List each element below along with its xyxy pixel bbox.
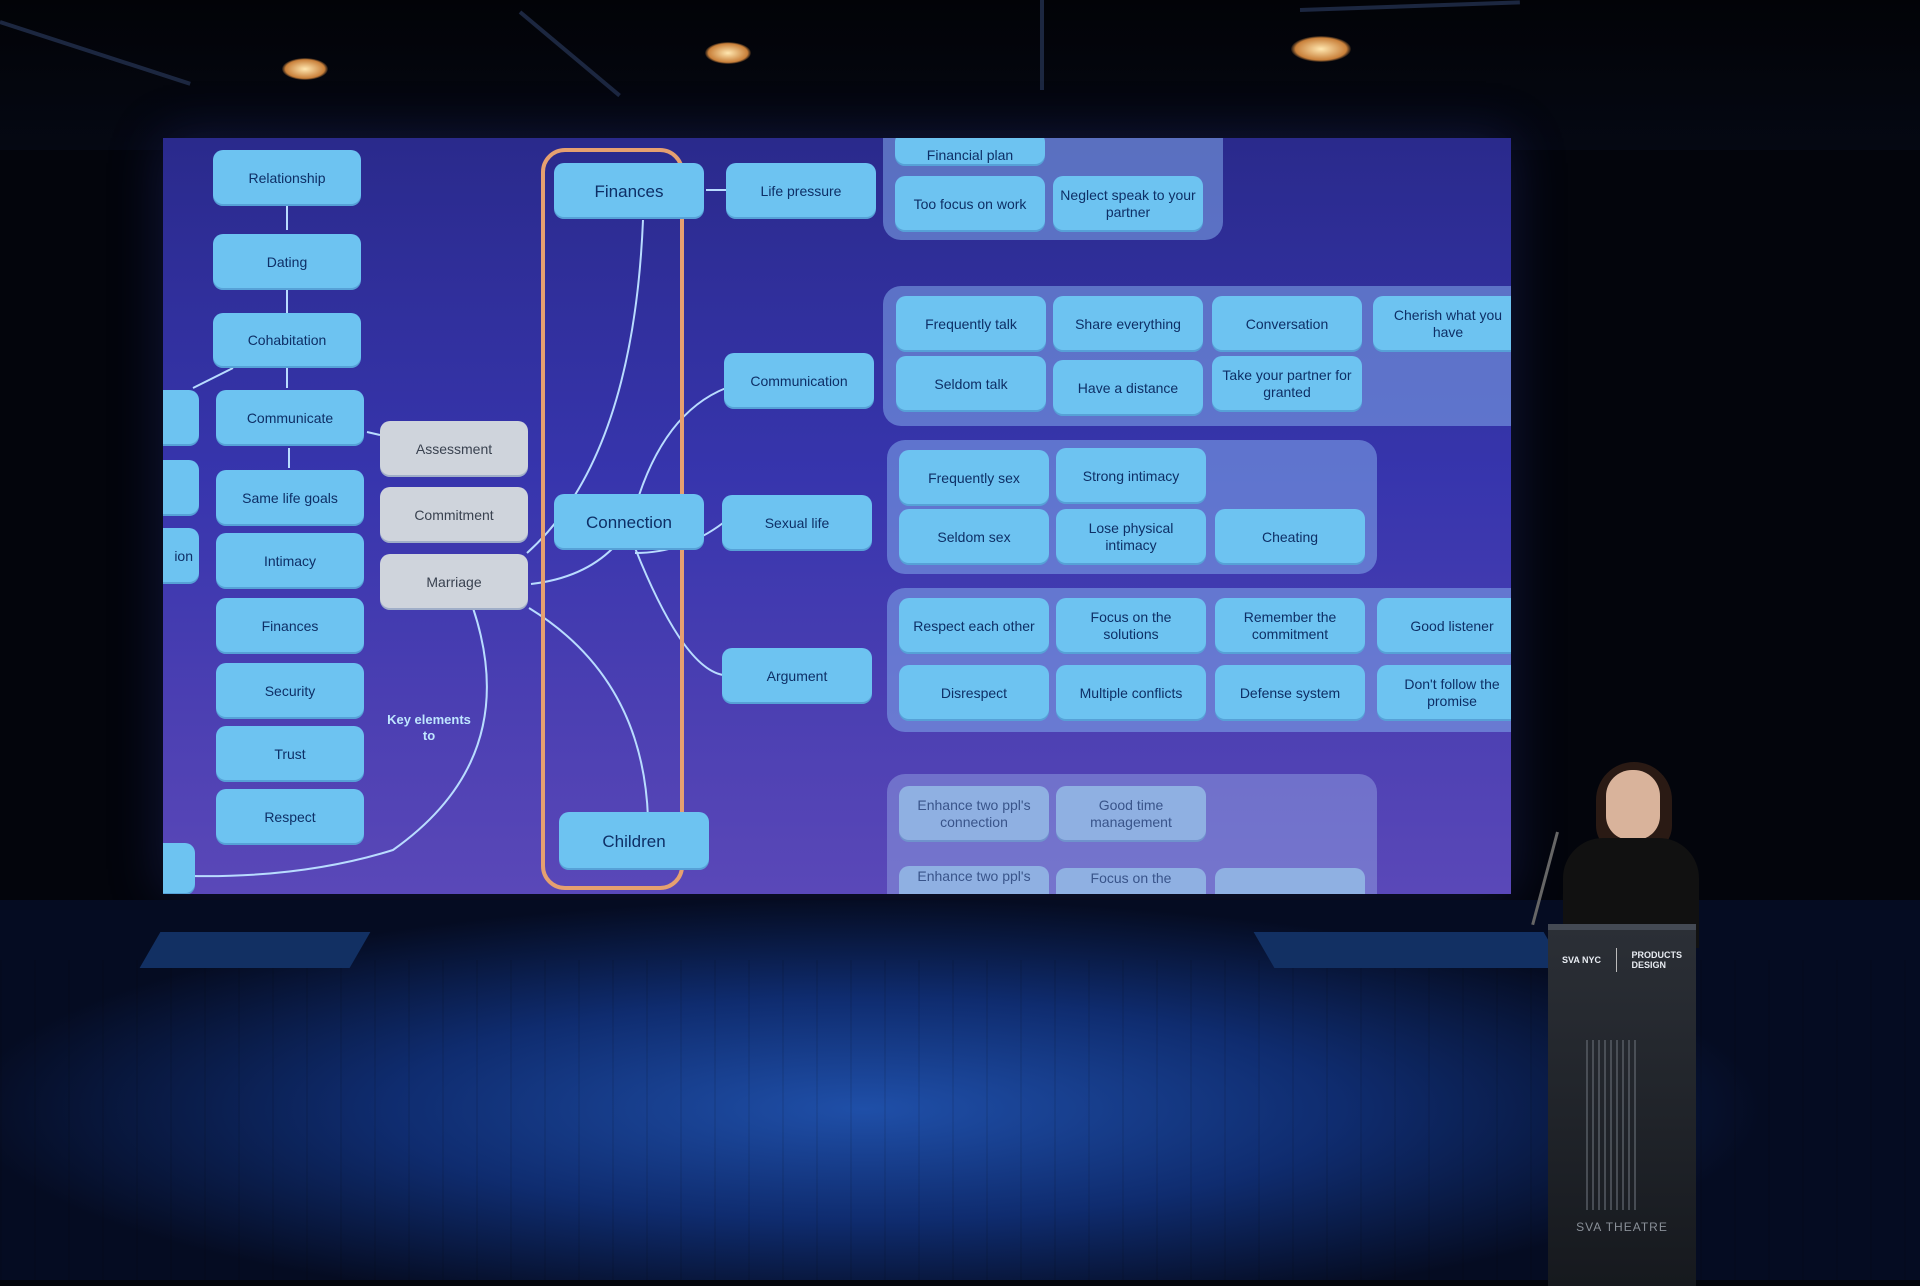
node-cohabitation: Cohabitation [213, 313, 361, 368]
node-focus-partial: Focus on the [1056, 868, 1206, 894]
stage-platform-right [1253, 932, 1565, 968]
node-respect-each-other: Respect each other [899, 598, 1049, 654]
node-life-pressure: Life pressure [726, 163, 876, 219]
node-disrespect: Disrespect [899, 665, 1049, 721]
building-graphic [1586, 1040, 1636, 1210]
node-marriage: Marriage [380, 554, 528, 610]
stage-platform-left [139, 932, 371, 968]
node-conversation: Conversation [1212, 296, 1362, 352]
presenter-face [1606, 770, 1660, 840]
node-partial-edge [163, 390, 199, 446]
node-argument: Argument [722, 648, 872, 704]
node-commitment: Commitment [380, 487, 528, 543]
ceiling [0, 0, 1920, 150]
node-seldom-sex: Seldom sex [899, 509, 1049, 565]
node-communication: Communication [724, 353, 874, 409]
podium: SVA NYC PRODUCTS DESIGN SVA THEATRE [1548, 924, 1696, 1286]
ceiling-truss [1040, 0, 1044, 90]
stage-light [705, 42, 751, 64]
ceiling-truss [0, 20, 191, 86]
node-assessment: Assessment [380, 421, 528, 477]
theatre-name: SVA THEATRE [1576, 1220, 1668, 1234]
stage-light [1291, 36, 1351, 62]
node-multiple-conflicts: Multiple conflicts [1056, 665, 1206, 721]
sva-logo: SVA NYC [1562, 955, 1602, 965]
node-remember-commitment: Remember the commitment [1215, 598, 1365, 654]
logo-separator [1615, 948, 1617, 972]
node-share-everything: Share everything [1053, 296, 1203, 352]
node-partial-edge [163, 843, 195, 894]
node-finances: Finances [554, 163, 704, 219]
caption-key-elements: Key elements to [387, 712, 471, 743]
node-enhance-partial: Enhance two ppl's [899, 866, 1049, 894]
node-respect: Respect [216, 789, 364, 845]
node-security: Security [216, 663, 364, 719]
node-defense-system: Defense system [1215, 665, 1365, 721]
node-dating: Dating [213, 234, 361, 290]
node-dont-follow-promise: Don't follow the promise [1377, 665, 1511, 721]
node-trust: Trust [216, 726, 364, 782]
ceiling-truss [518, 10, 621, 98]
logo-line-2: DESIGN [1631, 960, 1666, 970]
projection-screen: Relationship Dating Cohabitation Communi… [163, 138, 1511, 894]
node-frequently-sex: Frequently sex [899, 450, 1049, 506]
node-seldom-talk: Seldom talk [896, 356, 1046, 412]
node-communicate: Communicate [216, 390, 364, 446]
node-relationship: Relationship [213, 150, 361, 206]
node-partial-edge [163, 460, 199, 516]
node-partial-hidden [1215, 868, 1365, 894]
node-same-life-goals: Same life goals [216, 470, 364, 526]
node-finances-left: Finances [216, 598, 364, 654]
node-lose-physical-intimacy: Lose physical intimacy [1056, 509, 1206, 565]
node-good-time-management: Good time management [1056, 786, 1206, 842]
ceiling-truss [1299, 0, 1520, 12]
node-cherish: Cherish what you have [1373, 296, 1511, 352]
node-frequently-talk: Frequently talk [896, 296, 1046, 352]
node-intimacy: Intimacy [216, 533, 364, 589]
stage-light [282, 58, 328, 80]
node-good-listener: Good listener [1377, 598, 1511, 654]
node-partial-edge: ion [163, 528, 199, 584]
logo-line-1: PRODUCTS [1631, 950, 1682, 960]
node-cheating: Cheating [1215, 509, 1365, 565]
podium-logo: SVA NYC PRODUCTS DESIGN [1562, 946, 1682, 974]
node-too-focus-on-work: Too focus on work [895, 176, 1045, 232]
node-take-partner-granted: Take your partner for granted [1212, 356, 1362, 412]
node-enhance-connection: Enhance two ppl's connection [899, 786, 1049, 842]
node-neglect-partner: Neglect speak to your partner [1053, 176, 1203, 232]
node-sexual-life: Sexual life [722, 495, 872, 551]
node-connection: Connection [554, 494, 704, 550]
node-strong-intimacy: Strong intimacy [1056, 448, 1206, 504]
products-design-logo: PRODUCTS DESIGN [1631, 950, 1682, 970]
node-children: Children [559, 812, 709, 870]
node-focus-solutions: Focus on the solutions [1056, 598, 1206, 654]
node-financial-plan: Financial plan [895, 138, 1045, 166]
node-have-a-distance: Have a distance [1053, 360, 1203, 416]
